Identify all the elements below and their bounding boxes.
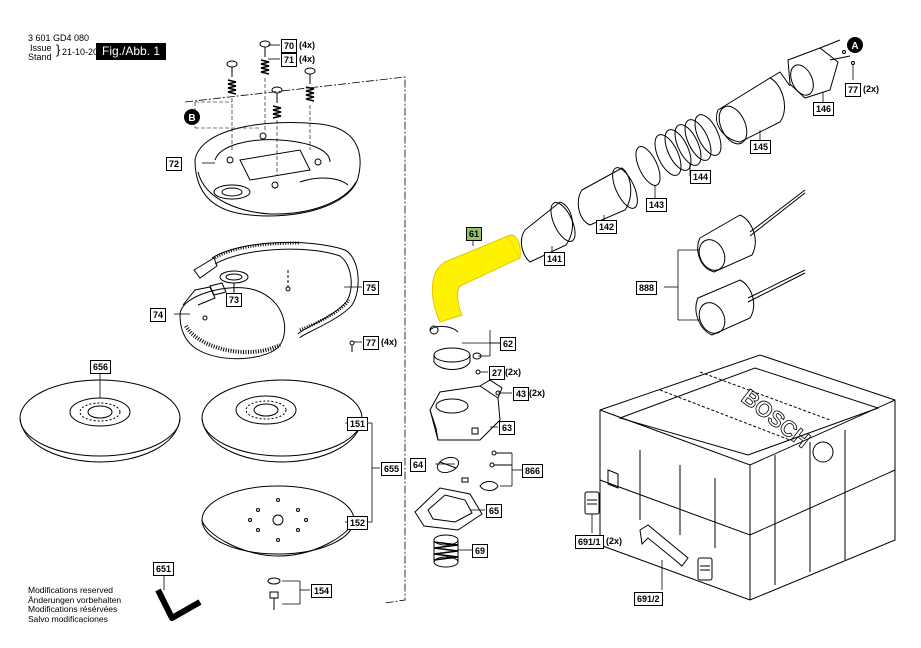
- part-label-69[interactable]: 69: [472, 544, 489, 558]
- brace: }: [56, 42, 61, 57]
- note-fr: Modifications résérvées: [28, 604, 118, 614]
- part-label-6911[interactable]: 691/1: [575, 535, 604, 549]
- connector-145-shape: [716, 71, 791, 145]
- screws-77a-shape: [202, 270, 355, 352]
- part-qty-77b: (2x): [863, 84, 880, 94]
- callout-a-marker: A: [847, 37, 863, 53]
- ring-143-shape: [635, 146, 661, 186]
- part-label-145[interactable]: 145: [750, 140, 772, 154]
- part-label-75[interactable]: 75: [363, 281, 380, 295]
- part-label-655[interactable]: 655: [381, 462, 403, 476]
- pad-656-shape: [19, 379, 181, 463]
- part-label-43[interactable]: 43: [513, 387, 530, 401]
- part-label-77a[interactable]: 77: [363, 336, 380, 350]
- cover-72-shape: [194, 122, 361, 217]
- adapters-888-shape: [695, 189, 806, 336]
- hose-61-shape: [431, 235, 521, 323]
- part-label-656[interactable]: 656: [90, 360, 112, 374]
- part-label-146[interactable]: 146: [813, 102, 835, 116]
- part-label-144[interactable]: 144: [690, 170, 712, 184]
- part-label-63[interactable]: 63: [499, 421, 516, 435]
- tube-142-shape: [577, 167, 638, 226]
- part-label-70[interactable]: 70: [281, 39, 298, 53]
- screws-70-shape: [226, 40, 316, 103]
- lever-64-shape: [436, 456, 460, 474]
- note-en: Modifications reserved: [28, 585, 114, 595]
- flap-65-shape: [414, 487, 483, 531]
- callout-b-text: B: [188, 113, 195, 124]
- callout-a-text: A: [851, 41, 858, 52]
- part-label-61[interactable]: 61: [466, 227, 483, 241]
- modification-notes: Modifications reserved Änderungen vorbeh…: [28, 585, 122, 624]
- sleeve-141-shape: [520, 201, 576, 263]
- part-label-72[interactable]: 72: [166, 157, 183, 171]
- part-qty-43: (2x): [529, 388, 546, 398]
- part-label-74[interactable]: 74: [150, 308, 167, 322]
- part-label-888[interactable]: 888: [636, 281, 658, 295]
- part-label-651[interactable]: 651: [153, 562, 175, 576]
- coupling-146-shape: [787, 39, 855, 99]
- part-label-141[interactable]: 141: [544, 252, 566, 266]
- brush-74-shape: [179, 282, 286, 360]
- part-label-64[interactable]: 64: [410, 458, 427, 472]
- part-label-6912[interactable]: 691/2: [634, 592, 663, 606]
- part-qty-70: (4x): [299, 40, 316, 50]
- part-label-65[interactable]: 65: [486, 504, 503, 518]
- part-qty-71: (4x): [299, 54, 316, 64]
- issue-date: 21-10-20: [62, 47, 99, 57]
- part-label-152[interactable]: 152: [347, 516, 369, 530]
- skirt-75-shape: [193, 241, 359, 339]
- callout-b-marker: B: [184, 109, 200, 125]
- part-label-27[interactable]: 27: [489, 366, 506, 380]
- part-label-143[interactable]: 143: [646, 198, 668, 212]
- clamp-62-shape: [429, 325, 482, 370]
- part-qty-6911: (2x): [606, 536, 623, 546]
- note-de: Änderungen vorbehalten: [28, 594, 122, 605]
- housing-63-shape: [429, 369, 503, 441]
- issue-label: Issue: [30, 43, 52, 53]
- assembly-axis: [184, 76, 406, 604]
- disc-152-shape: [201, 485, 355, 557]
- handle-6912-shape: [639, 524, 689, 567]
- part-label-62[interactable]: 62: [500, 337, 517, 351]
- kit-866-shape: [461, 450, 512, 491]
- doc-number: 3 601 GD4 080: [28, 33, 90, 43]
- stand-label: Stand: [28, 52, 52, 62]
- case-shape: [599, 354, 896, 601]
- part-label-866[interactable]: 866: [522, 464, 544, 478]
- hexkey-651-shape: [155, 588, 202, 621]
- note-es: Salvo modificaciones: [28, 613, 108, 624]
- pad-151-shape: [201, 379, 363, 463]
- figure-label: Fig./Abb. 1: [96, 43, 167, 60]
- spring-144-shape: [654, 114, 722, 176]
- leader-lines: [99, 44, 854, 605]
- part-label-77b[interactable]: 77: [845, 83, 862, 97]
- spring-axis-lines: [194, 78, 311, 175]
- part-label-142[interactable]: 142: [596, 220, 618, 234]
- springs-71-shape: [227, 59, 315, 119]
- part-label-154[interactable]: 154: [311, 584, 333, 598]
- screw-154-shape: [267, 577, 281, 610]
- part-label-73[interactable]: 73: [226, 293, 243, 307]
- seal-73-shape: [219, 270, 249, 292]
- part-qty-77a: (4x): [381, 337, 398, 347]
- spring-69-shape: [433, 534, 459, 568]
- part-label-151[interactable]: 151: [347, 417, 369, 431]
- part-qty-27: (2x): [505, 367, 522, 377]
- part-label-71[interactable]: 71: [281, 53, 298, 67]
